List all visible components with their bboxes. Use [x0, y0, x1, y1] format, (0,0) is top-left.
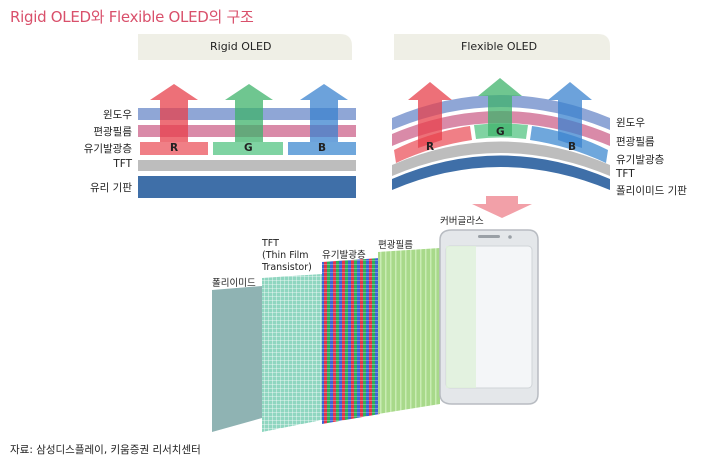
exploded-label-polyimide: 폴리이미드 [212, 278, 256, 289]
exploded-polyimide-sheet [212, 286, 262, 432]
rigid-letter-g: G [244, 142, 253, 154]
flexible-arrow-green [478, 78, 522, 136]
flexible-letter-g: G [496, 126, 505, 138]
flexible-subpixel-r [394, 126, 472, 163]
rigid-oled-panel [138, 34, 356, 198]
rigid-arrow-green [225, 84, 273, 142]
flexible-header: Flexible OLED [461, 40, 538, 53]
flexible-oled-panel [392, 34, 610, 218]
rigid-label-window: 윈도우 [103, 109, 132, 121]
flexible-label-organic: 유기발광층 [616, 154, 665, 166]
rigid-subpixel-r [140, 142, 208, 155]
rigid-letter-r: R [170, 142, 179, 154]
flexible-arrow-red [408, 82, 452, 148]
rigid-label-organic: 유기발광층 [83, 143, 132, 155]
exploded-label-cover: 커버글라스 [440, 216, 484, 227]
source-note: 자료: 삼성디스플레이, 키움증권 리서치센터 [10, 444, 201, 456]
exploded-view [212, 229, 539, 432]
rigid-label-tft: TFT [113, 158, 132, 170]
rigid-layer-tft [138, 160, 356, 171]
rigid-header: Rigid OLED [210, 40, 272, 53]
flexible-layer-polarizer [392, 111, 610, 146]
exploded-label-tft-3: Transistor) [262, 262, 312, 273]
flexible-layer-tft [392, 141, 610, 176]
rigid-label-substrate: 유리 기판 [90, 182, 132, 194]
exploded-tft-sheet [262, 274, 322, 432]
flexible-letter-r: R [426, 141, 435, 153]
rigid-subpixel-b [288, 142, 356, 155]
exploded-cover-glass [439, 229, 539, 405]
flexible-label-tft: TFT [616, 168, 635, 180]
flexible-layer-substrate [392, 155, 610, 190]
flexible-layer-window [392, 95, 610, 130]
rigid-subpixel-g [213, 142, 283, 155]
rigid-arrow-blue [300, 84, 348, 142]
flexible-label-substrate: 폴리이미드 기판 [616, 185, 687, 197]
rigid-label-polarizer: 편광필름 [93, 126, 132, 138]
figure-title: Rigid OLED와 Flexible OLED의 구조 [10, 8, 254, 26]
flexible-letter-b: B [568, 141, 577, 153]
exploded-label-organic: 유기발광층 [322, 250, 366, 261]
exploded-organic-sheet [322, 258, 380, 424]
exploded-label-tft-1: TFT [262, 238, 279, 249]
flexible-label-polarizer: 편광필름 [616, 136, 655, 148]
exploded-label-tft-2: (Thin Film [262, 250, 309, 261]
flexible-arrow-blue [548, 82, 592, 148]
rigid-arrow-red [150, 84, 198, 142]
exploded-label-polarizer: 편광필름 [378, 240, 413, 251]
down-arrow-icon [472, 196, 532, 218]
rigid-layer-substrate [138, 176, 356, 198]
flexible-subpixel-b [530, 126, 608, 163]
flexible-label-window: 윈도우 [616, 117, 645, 129]
flexible-header-tab [394, 34, 610, 60]
exploded-polarizer-sheet [378, 248, 440, 414]
rigid-header-tab [138, 34, 352, 60]
rigid-letter-b: B [318, 142, 327, 154]
